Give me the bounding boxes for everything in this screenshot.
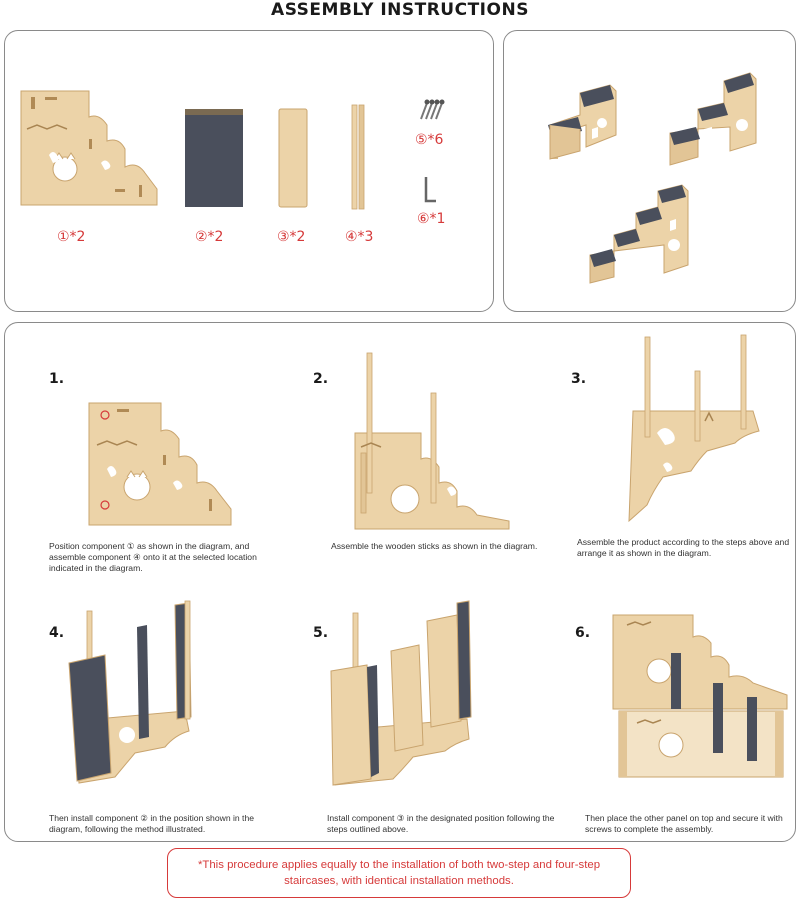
three-step-stair-icon (669, 72, 757, 166)
part-label-3: ③*2 (277, 229, 306, 245)
step-4-diagram (68, 600, 192, 784)
part-label-5: ⑤*6 (415, 132, 444, 148)
step-6-number: 6. (575, 625, 591, 641)
step-2-description: Assemble the wooden sticks as shown in t… (331, 541, 538, 551)
step-4-number: 4. (49, 625, 65, 641)
step-5-number: 5. (313, 625, 329, 641)
part-label-6: ⑥*1 (417, 211, 446, 227)
step-1-number: 1. (49, 371, 65, 387)
carpet-tread-icon (185, 109, 243, 207)
step-5-description: Install component ③ in the designated po… (327, 813, 555, 834)
parts-list-panel: ①*2 ②*2 ③*2 ④*3 ⑤*6 ⑥*1 (4, 30, 494, 312)
part-label-4: ④*3 (345, 229, 374, 245)
step-1-diagram (88, 402, 232, 526)
step-2-number: 2. (313, 371, 329, 387)
step-5-diagram (330, 600, 472, 786)
step-1-description: Position component ① as shown in the dia… (49, 541, 257, 573)
product-variants-panel (503, 30, 796, 312)
wood-board-icon (278, 108, 308, 208)
note-box: *This procedure applies equally to the i… (167, 848, 631, 898)
two-step-stair-icon (548, 84, 617, 160)
step-6-description: Then place the other panel on top and se… (585, 813, 783, 834)
step-3-number: 3. (571, 371, 587, 387)
allen-key-icon (424, 177, 436, 203)
step-2-diagram (354, 352, 510, 530)
step-6-diagram (612, 614, 788, 778)
side-panel-icon (20, 90, 158, 206)
note-text: *This procedure applies equally to the i… (197, 859, 601, 887)
four-step-stair-icon (589, 184, 689, 284)
part-label-1: ①*2 (57, 229, 86, 245)
page-title: ASSEMBLY INSTRUCTIONS (271, 0, 529, 20)
step-3-diagram (628, 334, 760, 523)
step-4-description: Then install component ② in the position… (49, 813, 255, 834)
screws-icon (420, 99, 445, 120)
part-label-2: ②*2 (195, 229, 224, 245)
assembly-steps-panel: 1. Position component ① as shown in the … (4, 322, 796, 842)
wooden-stick-icon (351, 104, 365, 210)
step-3-description: Assemble the product according to the st… (577, 537, 790, 558)
